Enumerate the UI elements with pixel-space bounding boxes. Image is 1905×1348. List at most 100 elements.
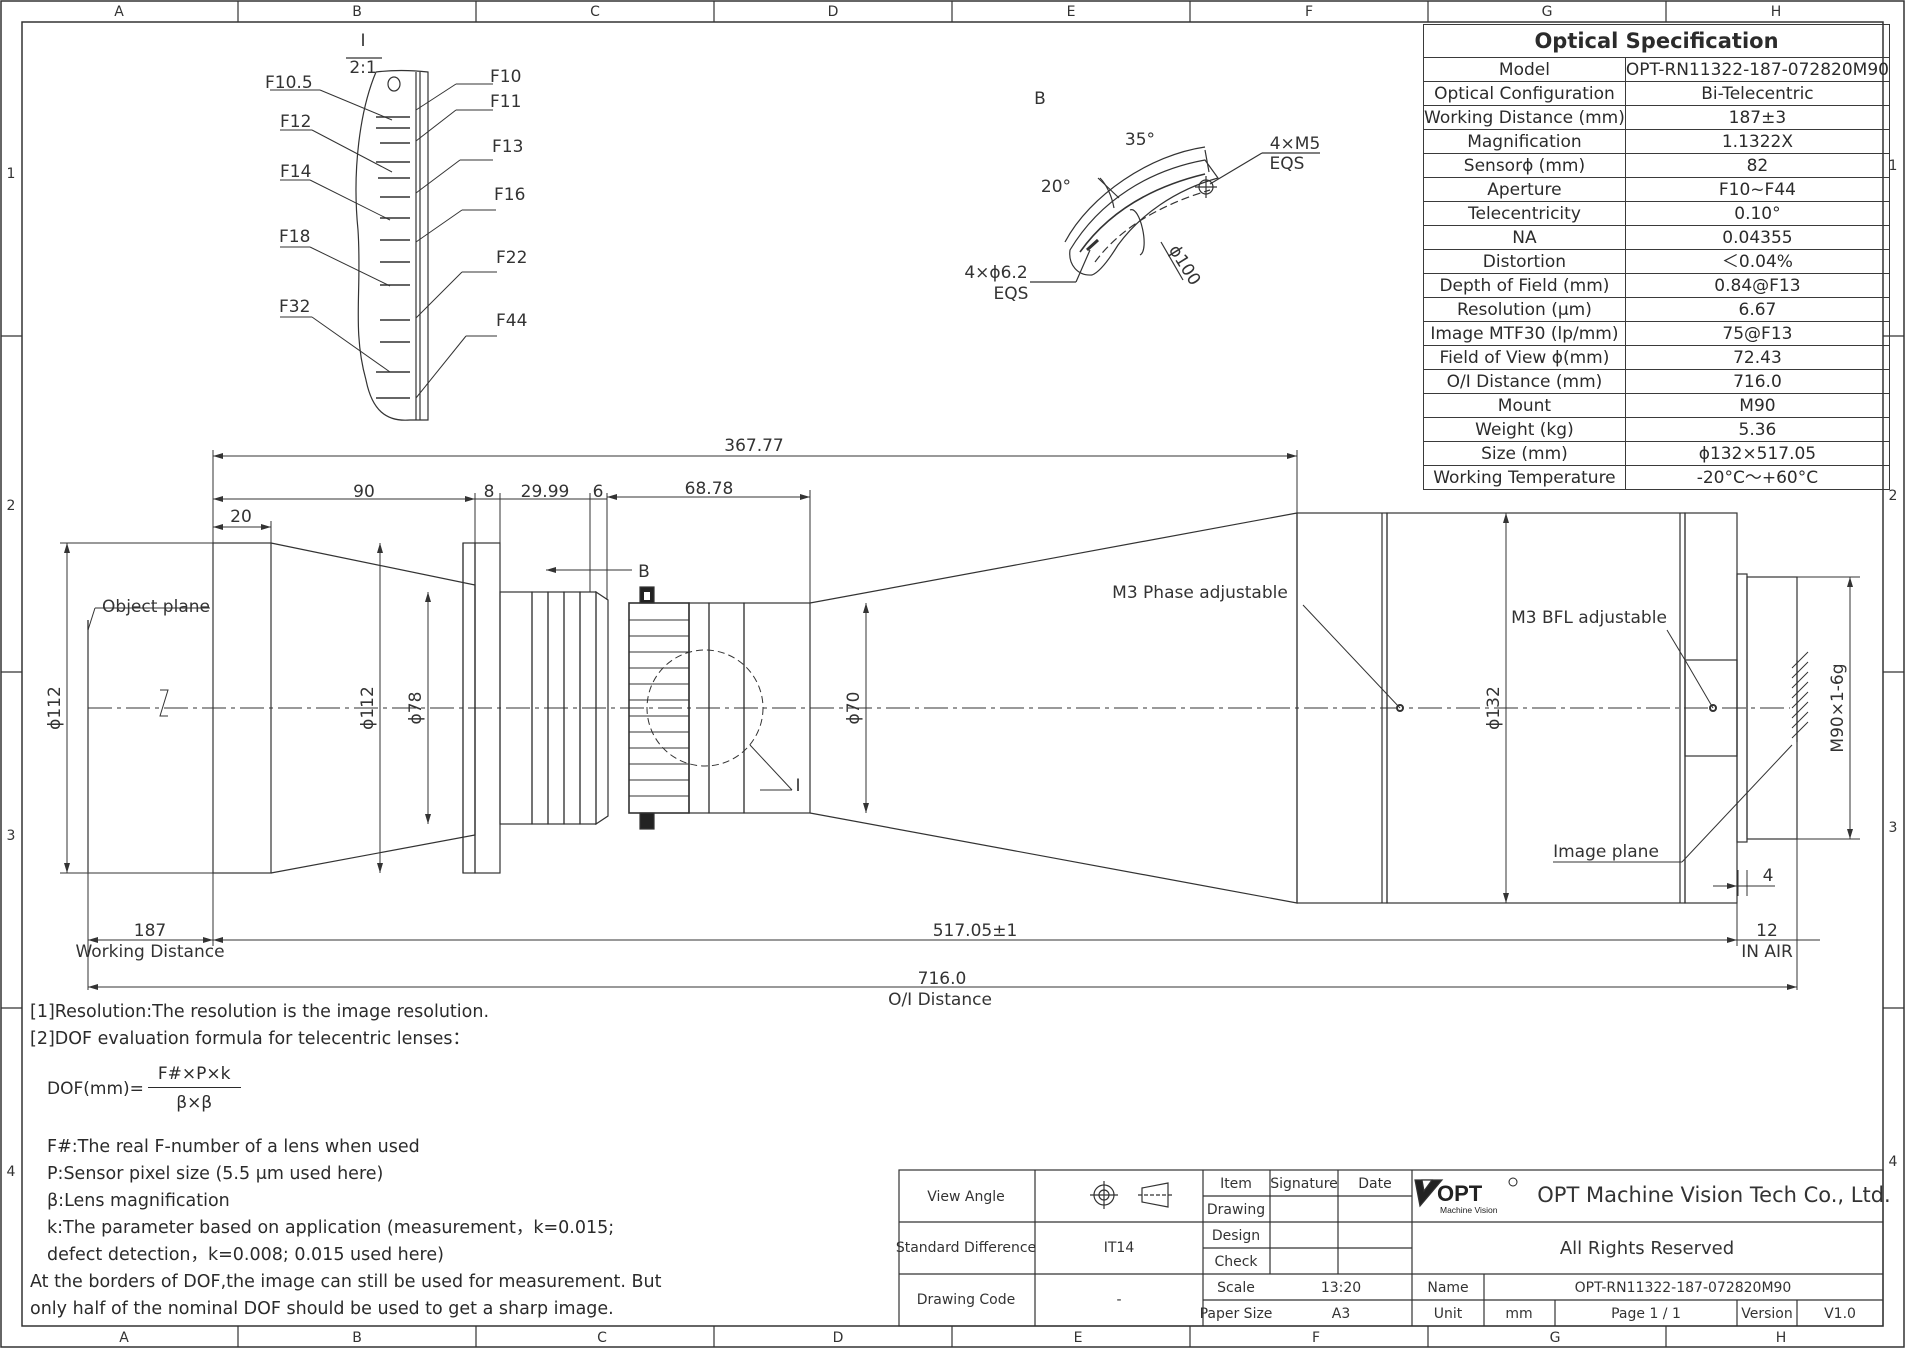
row-label-right: 1 — [1889, 158, 1898, 174]
spec-row: Field of View ϕ(mm)72.43 — [1423, 345, 1891, 370]
detail-b-holes-eqs: EQS — [994, 284, 1029, 304]
title-block-text: View Angle Standard Difference IT14 Draw… — [896, 1176, 1891, 1322]
object-plane-label: Object plane — [102, 597, 210, 617]
formula-numerator: F#×P×k — [147, 1064, 241, 1088]
grip-rings — [531, 591, 597, 825]
tolerance-value: IT14 — [1104, 1240, 1135, 1256]
row-label-right: 2 — [1889, 488, 1898, 504]
title-block-lines — [898, 1169, 1884, 1327]
dim-90: 90 — [353, 482, 375, 502]
opt-logo: OPT Machine Vision — [1414, 1177, 1518, 1215]
dim-68-78: 68.78 — [685, 479, 734, 499]
row-label-right: 3 — [1889, 820, 1898, 836]
rights-text: All Rights Reserved — [1560, 1238, 1734, 1259]
svg-text:Machine Vision: Machine Vision — [1440, 1205, 1498, 1215]
drawing-code-label: Drawing Code — [917, 1292, 1016, 1308]
version-value: V1.0 — [1824, 1306, 1856, 1322]
col-label-bottom: H — [1776, 1330, 1787, 1346]
col-label-bottom: F — [1312, 1330, 1320, 1346]
company-name: OPT Machine Vision Tech Co., Ltd. — [1537, 1183, 1890, 1207]
note-border-2: only half of the nominal DOF should be u… — [30, 1299, 614, 1319]
page-number: Page 1 / 1 — [1611, 1306, 1681, 1322]
dimension-arrows — [64, 453, 1853, 990]
spec-row: Sensorϕ (mm)82 — [1423, 153, 1891, 178]
row-label-left: 1 — [7, 166, 16, 182]
formula-fraction: F#×P×k β×β — [147, 1064, 241, 1113]
spec-row: Size (mm)ϕ132×517.05 — [1423, 441, 1891, 466]
detail-b-holes: 4×ϕ6.2 — [964, 263, 1027, 283]
note-f-def: F#:The real F-number of a lens when used — [47, 1137, 420, 1157]
detail-b-diameter: ϕ100 — [1164, 242, 1204, 290]
spec-title: Optical Specification — [1423, 24, 1890, 58]
item-label: Item — [1220, 1176, 1252, 1192]
note-border-1: At the borders of DOF,the image can stil… — [30, 1272, 662, 1292]
unit-value: mm — [1505, 1306, 1532, 1322]
row-label-left: 2 — [7, 498, 16, 514]
dof-formula: DOF(mm)= F#×P×k β×β — [47, 1064, 241, 1113]
lens-drawing — [87, 512, 1809, 904]
col-label-top: F — [1305, 4, 1313, 20]
dim-total-top: 367.77 — [724, 436, 783, 456]
unit-label: Unit — [1434, 1306, 1463, 1322]
stop-label: F32 — [279, 297, 310, 317]
dim-6: 6 — [593, 482, 604, 502]
dimension-labels: 367.77 90 8 29.99 6 68.78 20 B Object pl… — [45, 436, 1848, 1010]
detail-b-screw-eqs: EQS — [1270, 154, 1305, 174]
name-value: OPT-RN11322-187-072820M90 — [1575, 1280, 1792, 1296]
dim-8: 8 — [484, 482, 495, 502]
view-angle-label: View Angle — [927, 1189, 1005, 1205]
stop-label: F22 — [496, 248, 527, 268]
col-label-bottom: G — [1550, 1330, 1561, 1346]
signature-label: Signature — [1270, 1176, 1338, 1192]
dim-dia-70: ϕ70 — [844, 692, 864, 725]
scale-value: 13:20 — [1321, 1280, 1361, 1296]
detail-i-scale: 2:1 — [349, 58, 376, 78]
detail-b-title: B — [1034, 89, 1046, 109]
notes: [1]Resolution:The resolution is the imag… — [30, 999, 890, 1323]
grid-labels: A B C D E F G H A B C D E F G H 1 2 3 4 … — [7, 4, 1898, 1346]
detail-i-ref: I — [795, 776, 800, 796]
dim-dia-112-left: ϕ112 — [45, 686, 65, 730]
col-label-top: D — [828, 4, 839, 20]
date-label: Date — [1358, 1176, 1391, 1192]
col-label-top: H — [1771, 4, 1782, 20]
check-label: Check — [1214, 1254, 1258, 1270]
col-label-bottom: B — [352, 1330, 362, 1346]
dim-length: 517.05±1 — [933, 921, 1018, 941]
detail-i: I 2:1 F10.5 F10 F11 F12 F13 F14 F16 F18 … — [265, 31, 527, 421]
spec-row: Working Distance (mm)187±3 — [1423, 105, 1891, 130]
view-b-marker: B — [638, 562, 650, 582]
spec-row: Depth of Field (mm)0.84@F13 — [1423, 273, 1891, 298]
spec-row: Weight (kg)5.36 — [1423, 417, 1891, 442]
dim-working-distance: 187 — [134, 921, 166, 941]
formula-lhs: DOF(mm)= — [47, 1078, 144, 1099]
m3-bfl-label: M3 BFL adjustable — [1511, 608, 1667, 628]
dim-air: 12 — [1756, 921, 1778, 941]
stop-label: F10.5 — [265, 73, 313, 93]
stop-label: F18 — [279, 227, 310, 247]
note-resolution: [1]Resolution:The resolution is the imag… — [30, 1002, 490, 1022]
std-diff-label: Standard Difference — [896, 1240, 1036, 1256]
note-k-def-cont: defect detection，k=0.008; 0.015 used her… — [47, 1245, 444, 1265]
col-label-top: C — [590, 4, 600, 20]
detail-b-screw: 4×M5 — [1270, 134, 1321, 154]
note-p-def: P:Sensor pixel size (5.5 μm used here) — [47, 1164, 384, 1184]
spec-row: Image MTF30 (lp/mm)75@F13 — [1423, 321, 1891, 346]
design-label: Design — [1212, 1228, 1260, 1244]
detail-b-angle-a: 35° — [1125, 130, 1155, 150]
drawing-code-value: - — [1116, 1292, 1121, 1308]
spec-row: Distortion＜0.04% — [1423, 249, 1891, 274]
col-label-bottom: A — [119, 1330, 129, 1346]
row-label-left: 4 — [7, 1164, 16, 1180]
name-label: Name — [1427, 1280, 1468, 1296]
stop-label: F11 — [490, 92, 521, 112]
dim-dia-78: ϕ78 — [406, 692, 426, 725]
spec-row: Working Temperature-20°C～+60°C — [1423, 465, 1891, 490]
note-dof: [2]DOF evaluation formula for telecentri… — [30, 1029, 471, 1049]
svg-text:OPT: OPT — [1437, 1181, 1483, 1206]
